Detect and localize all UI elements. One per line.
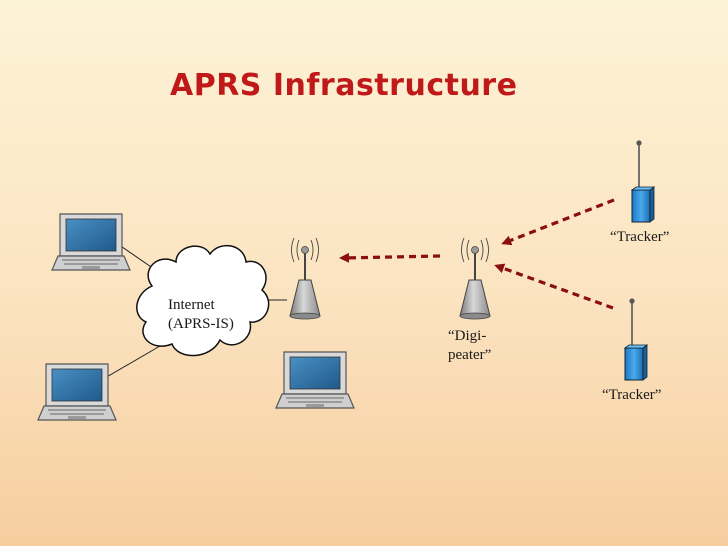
rf-link-digi-to-igate — [339, 252, 441, 263]
internet-label: Internet (APRS-IS) — [168, 296, 234, 334]
tracker-label-top: “Tracker” — [610, 229, 670, 245]
laptop-icon — [37, 363, 117, 421]
antenna-icon — [289, 237, 321, 320]
handheld-radio-icon — [624, 297, 648, 381]
tracker-label-bottom: “Tracker” — [602, 387, 662, 403]
digipeater-label: “Digi- peater” — [448, 327, 491, 365]
digipeater-label-line1: “Digi- — [448, 328, 487, 344]
internet-label-line1: Internet — [168, 297, 215, 313]
slide-title: APRS Infrastructure — [170, 68, 518, 103]
internet-label-line2: (APRS-IS) — [168, 316, 234, 332]
cloud-icon — [136, 244, 270, 357]
laptop-icon — [275, 351, 355, 409]
rf-link-tracker-top-to-digi — [501, 198, 615, 246]
antenna-icon — [459, 237, 491, 320]
handheld-radio-icon — [631, 139, 655, 223]
rf-link-tracker-bottom-to-digi — [494, 263, 614, 310]
laptop-icon — [51, 213, 131, 271]
digipeater-label-line2: peater” — [448, 347, 492, 363]
